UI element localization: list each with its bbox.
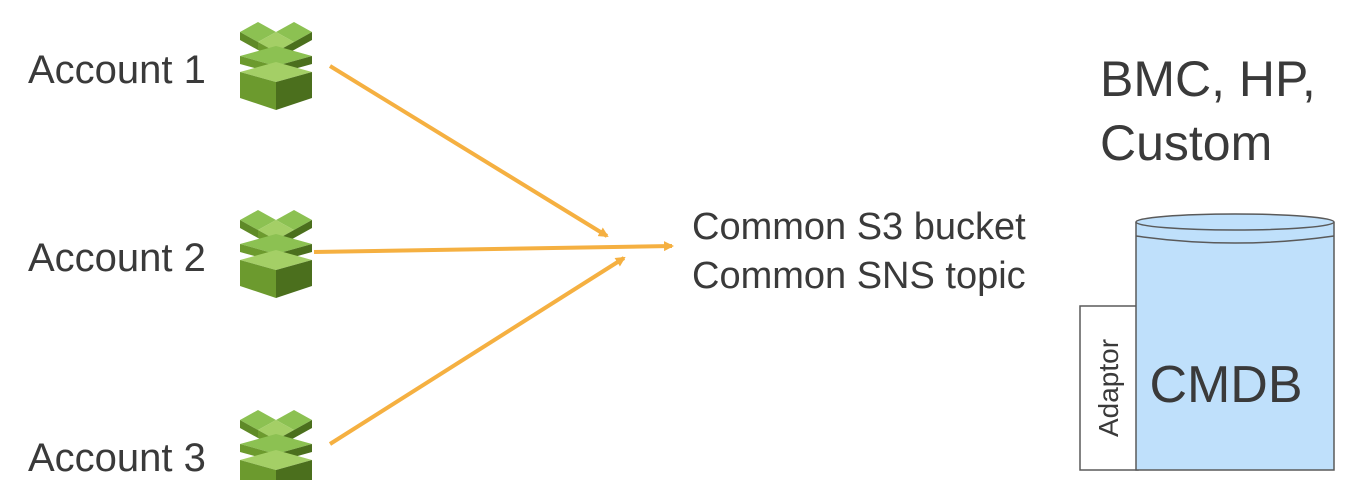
- arrow-account-1: [328, 64, 609, 238]
- vendors-line-2: Custom: [1100, 115, 1273, 171]
- adaptor-box: [1079, 305, 1139, 471]
- cmdb-cylinder-rim: [1135, 235, 1335, 244]
- account-1-config-icon: [240, 22, 312, 110]
- account-1-label: Account 1: [28, 48, 206, 92]
- account-2-label: Account 2: [28, 236, 206, 280]
- cmdb-cylinder-top: [1135, 213, 1335, 231]
- account-2-config-icon: [240, 210, 312, 298]
- vendors-line-1: BMC, HP,: [1100, 51, 1316, 107]
- cmdb-label: CMDB: [1149, 356, 1302, 414]
- adaptor-label: Adaptor: [1093, 339, 1124, 437]
- account-3-label: Account 3: [28, 436, 206, 480]
- account-3-config-icon: [240, 410, 312, 480]
- common-s3-bucket-label: Common S3 bucket: [692, 206, 1026, 248]
- cmdb-cylinder-body: [1135, 222, 1335, 471]
- arrow-account-3: [328, 256, 626, 446]
- arrow-account-2: [313, 241, 674, 254]
- common-sns-topic-label: Common SNS topic: [692, 255, 1026, 297]
